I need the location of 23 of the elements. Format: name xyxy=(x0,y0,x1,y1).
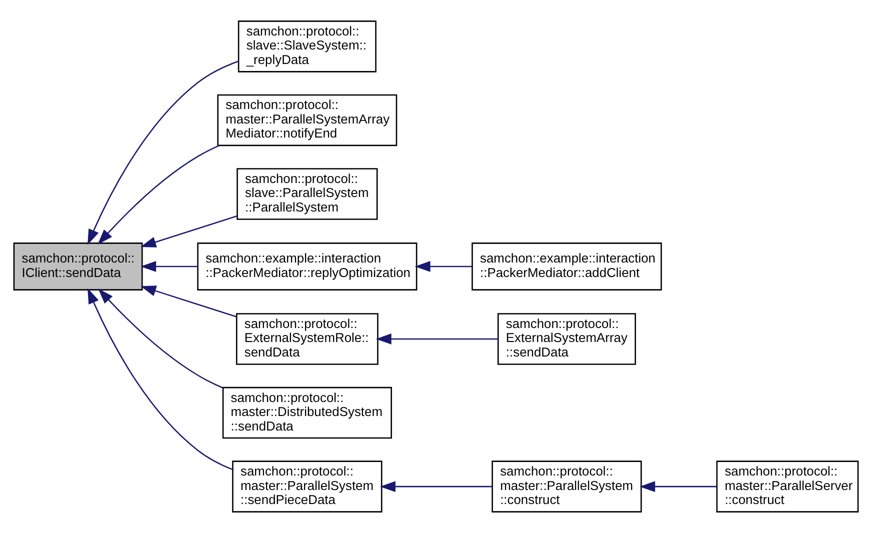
arrow xyxy=(414,261,472,272)
arrow xyxy=(88,60,239,245)
arrow xyxy=(140,286,236,318)
node-box: samchon::protocol:: slave::ParallelSystem ::ParallelSystem xyxy=(236,168,378,220)
node-box: samchon::protocol:: ExternalSystemRole:: sendData xyxy=(236,313,378,365)
arrow xyxy=(88,288,233,470)
node-box: samchon::protocol:: master::ParallelServer ::construct xyxy=(716,460,859,512)
node-box: samchon::protocol:: slave::SlaveSystem:: _replyData xyxy=(238,20,376,72)
node-box: samchon::example::interaction ::PackerMediator::addClient xyxy=(472,242,662,290)
arrow xyxy=(98,145,220,245)
arrow xyxy=(376,334,498,344)
node-box: samchon::protocol:: master::ParallelSystemArray Mediator::notifyEnd xyxy=(217,94,398,146)
node-box: samchon::protocol:: ExternalSystemArray ::sendData xyxy=(498,313,636,365)
arrow xyxy=(140,216,237,248)
node-box: samchon::protocol:: master::ParallelSystem ::construct xyxy=(492,460,642,512)
arrow xyxy=(140,261,198,272)
arrow xyxy=(98,288,224,388)
node-box: samchon::example::interaction ::PackerMediator::replyOptimization xyxy=(197,242,418,290)
node-box: samchon::protocol:: IClient::sendData xyxy=(13,242,143,290)
node-box: samchon::protocol:: master::ParallelSystem ::sendPieceData xyxy=(232,460,382,512)
arrow xyxy=(640,481,717,492)
node-box: samchon::protocol:: master::DistributedSystem ::sendData xyxy=(222,386,392,439)
arrow xyxy=(380,481,492,492)
